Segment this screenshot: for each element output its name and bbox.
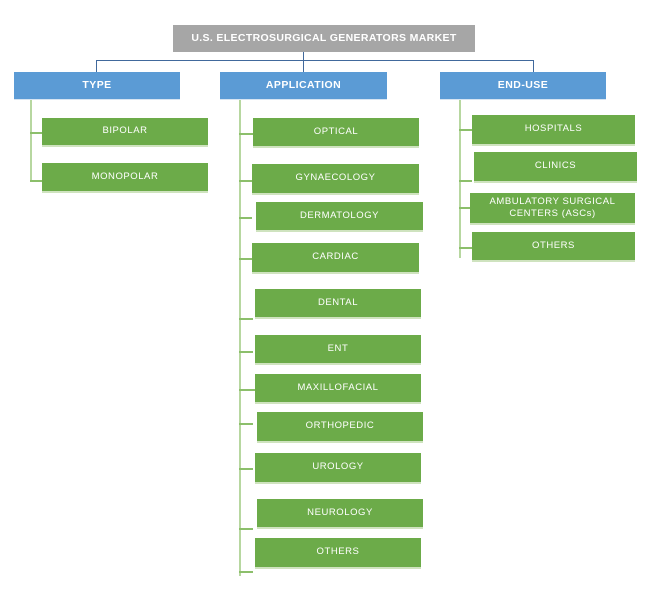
leaf-application-urology[interactable]: UROLOGY [255, 453, 421, 484]
leaf-application-neurology[interactable]: NEUROLOGY [257, 499, 423, 529]
root-connector-stem-type [96, 60, 97, 73]
application-branch-tick-7 [239, 423, 253, 425]
leaf-application-cardiac[interactable]: CARDIAC [252, 243, 419, 274]
leaf-type-bipolar[interactable]: BIPOLAR [42, 118, 208, 147]
application-branch-tick-10 [239, 571, 253, 573]
leaf-application-dermatology[interactable]: DERMATOLOGY [256, 202, 423, 232]
root-connector-stem-application [303, 52, 304, 73]
category-end-use[interactable]: END-USE [440, 72, 606, 100]
root-connector-horizontal [96, 60, 534, 61]
leaf-application-ent[interactable]: ENT [255, 335, 421, 365]
type-branch-tick-1 [30, 180, 42, 182]
application-branch-tick-1 [239, 180, 255, 182]
enduse-branch-tick-2 [459, 207, 472, 209]
enduse-branch-stem [459, 100, 461, 258]
category-type[interactable]: TYPE [14, 72, 180, 100]
application-branch-tick-0 [239, 133, 253, 135]
enduse-branch-tick-0 [459, 129, 472, 131]
application-branch-tick-2 [239, 217, 252, 219]
leaf-enduse-hospitals[interactable]: HOSPITALS [472, 115, 635, 146]
leaf-application-orthopedic[interactable]: ORTHOPEDIC [257, 412, 423, 443]
enduse-branch-tick-1 [459, 180, 472, 182]
application-branch-stem [239, 100, 241, 576]
leaf-application-gynaecology[interactable]: GYNAECOLOGY [252, 164, 419, 195]
leaf-enduse-others[interactable]: OTHERS [472, 232, 635, 262]
leaf-type-monopolar[interactable]: MONOPOLAR [42, 163, 208, 193]
enduse-branch-tick-3 [459, 247, 472, 249]
application-branch-tick-3 [239, 258, 253, 260]
leaf-enduse-clinics[interactable]: CLINICS [474, 152, 637, 183]
application-branch-tick-5 [239, 351, 253, 353]
diagram-root-title: U.S. ELECTROSURGICAL GENERATORS MARKET [173, 25, 475, 52]
type-branch-stem [30, 100, 32, 182]
leaf-application-optical[interactable]: OPTICAL [253, 118, 419, 148]
application-branch-tick-9 [239, 528, 253, 530]
leaf-application-others[interactable]: OTHERS [255, 538, 421, 569]
application-branch-tick-6 [239, 389, 255, 391]
leaf-enduse-ambulatory-surgical-centers[interactable]: AMBULATORY SURGICAL CENTERS (ASCs) [470, 193, 635, 225]
leaf-application-maxillofacial[interactable]: MAXILLOFACIAL [255, 374, 421, 404]
leaf-application-dental[interactable]: DENTAL [255, 289, 421, 319]
category-application[interactable]: APPLICATION [220, 72, 387, 100]
application-branch-tick-4 [239, 318, 253, 320]
type-branch-tick-0 [30, 132, 42, 134]
root-connector-stem-enduse [533, 60, 534, 73]
application-branch-tick-8 [239, 468, 253, 470]
